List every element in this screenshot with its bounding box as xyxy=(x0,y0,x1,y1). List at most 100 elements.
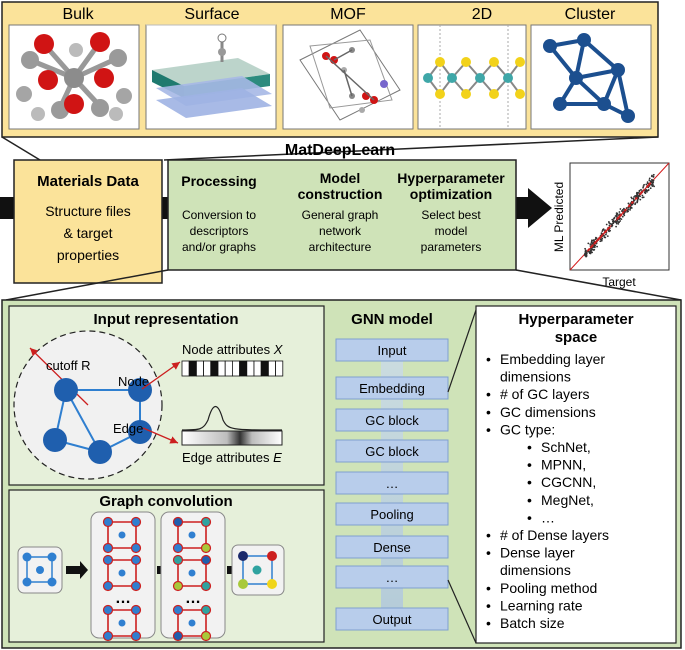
graph-node xyxy=(128,378,152,402)
materials-data-desc-line: properties xyxy=(57,247,119,263)
gc-node xyxy=(200,542,212,554)
step-processing-title: Processing xyxy=(181,173,256,189)
node-attribute-cell xyxy=(181,360,190,377)
parity-point xyxy=(593,242,596,245)
gc-node xyxy=(200,554,212,566)
node-attribute-cell xyxy=(224,360,233,377)
parity-point xyxy=(651,185,654,188)
hp-item-text: GC dimensions xyxy=(500,404,596,420)
parity-point xyxy=(596,245,598,248)
parity-point xyxy=(649,187,652,190)
parity-point xyxy=(590,249,593,252)
gnn-layer-box xyxy=(335,338,449,362)
mof-structure-image xyxy=(299,29,401,121)
parity-point xyxy=(593,244,596,247)
gc-node xyxy=(172,630,184,642)
node-attribute-cell xyxy=(239,360,248,377)
strip-connectors xyxy=(1,136,659,161)
parity-point xyxy=(606,235,609,238)
material-label-surface: Surface xyxy=(184,6,239,23)
hp-item-text: # of Dense layers xyxy=(500,527,609,543)
twod-structure-image xyxy=(423,25,525,129)
parity-point xyxy=(653,185,655,188)
parity-point xyxy=(618,211,621,213)
parity-point xyxy=(585,251,587,254)
parity-ylabel: ML Predicted xyxy=(552,182,566,252)
materials-data-box: Materials Data Structure files & target … xyxy=(13,159,163,284)
gnn-layer-box xyxy=(335,607,449,631)
parity-point xyxy=(633,196,635,198)
parity-point xyxy=(599,240,602,243)
step-model-desc: General graph xyxy=(302,208,379,222)
parity-point xyxy=(651,183,654,185)
parity-point xyxy=(631,201,634,204)
surface-structure-image xyxy=(146,24,276,118)
parity-point xyxy=(591,251,593,254)
parity-point xyxy=(604,236,607,239)
gnn-layer-box xyxy=(335,502,449,526)
hp-item-text: dimensions xyxy=(500,369,571,385)
parity-point xyxy=(595,237,598,240)
gc-ellipsis: … xyxy=(185,590,201,607)
parity-point xyxy=(598,237,601,240)
parity-point xyxy=(639,198,642,201)
gnn-layer-box xyxy=(335,408,449,432)
materials-data-desc-line: & target xyxy=(63,225,112,241)
gnn-layer-label: Input xyxy=(378,343,407,358)
step-hyperopt-desc: model xyxy=(435,224,468,238)
gc-node xyxy=(188,619,196,627)
node-attribute-cell xyxy=(203,360,212,377)
detail-connectors xyxy=(5,269,682,301)
gc-node xyxy=(130,554,142,566)
parity-point xyxy=(621,215,624,218)
gc-node xyxy=(130,516,142,528)
gnn-layer-label: Pooling xyxy=(370,507,413,522)
gc-node xyxy=(172,516,184,528)
graph-node xyxy=(128,420,152,444)
edge-gaussian-curve xyxy=(181,405,283,431)
parity-point xyxy=(637,195,640,197)
parity-point xyxy=(587,242,590,245)
parity-point xyxy=(651,179,654,182)
step-hyperopt-desc: parameters xyxy=(421,240,482,254)
gc-node xyxy=(200,580,212,592)
parity-point xyxy=(625,207,628,209)
parity-point xyxy=(611,218,614,221)
parity-point xyxy=(628,204,631,207)
node-attribute-cell xyxy=(195,360,204,377)
edge-attributes-label: Edge attributes E xyxy=(182,450,282,465)
hp-bullet: • xyxy=(486,597,491,613)
parity-point xyxy=(634,203,636,206)
gc-node xyxy=(200,604,212,616)
hp-bullet: • xyxy=(486,545,491,561)
gc-node xyxy=(172,542,184,554)
gc-node xyxy=(102,630,114,642)
parity-point xyxy=(646,184,650,187)
materials-data-desc-line: Structure files xyxy=(45,203,131,219)
gc-node xyxy=(130,542,142,554)
parity-point xyxy=(602,232,605,235)
parity-point xyxy=(591,239,593,242)
materials-data-title: Materials Data xyxy=(37,173,139,190)
parity-point xyxy=(619,214,622,217)
cutoff-radius-arrow xyxy=(29,347,89,406)
gc-node xyxy=(130,630,142,642)
parity-point xyxy=(632,199,635,202)
parity-point xyxy=(594,240,598,243)
parity-point xyxy=(585,255,588,257)
step-model-title: construction xyxy=(298,186,383,202)
main-title: MatDeepLearn xyxy=(285,142,395,159)
parity-point xyxy=(607,227,610,230)
hp-bullet: • xyxy=(486,351,491,367)
gnn-hp-connectors xyxy=(447,309,477,644)
parity-point xyxy=(642,189,645,192)
hp-item-text: GC type: xyxy=(500,421,555,437)
parity-point xyxy=(635,195,637,197)
parity-point xyxy=(647,189,650,191)
parity-point xyxy=(635,197,638,200)
input-representation-panel: Input representation cutoff R Node Edge … xyxy=(8,305,325,486)
parity-point xyxy=(641,194,644,197)
parity-point xyxy=(609,222,612,225)
parity-point xyxy=(611,224,614,227)
hp-bullet: • xyxy=(486,580,491,596)
